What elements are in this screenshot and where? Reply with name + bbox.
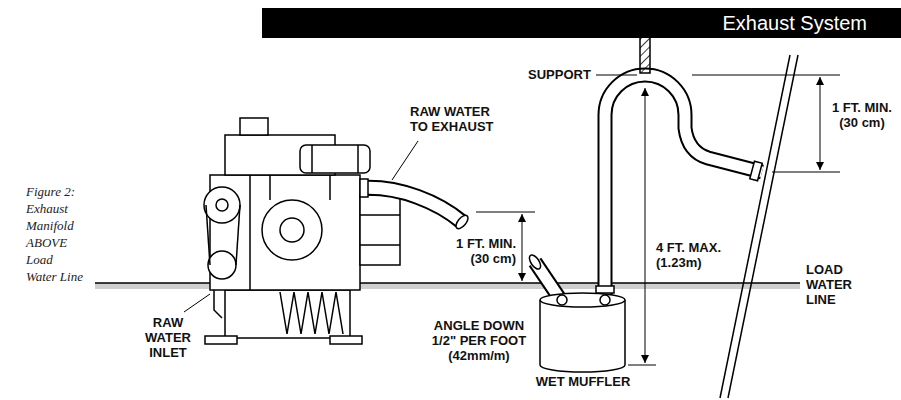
hose-end [454,213,470,230]
label-box: 1 FT. MIN. (30 cm) [828,100,896,130]
label-box: 4 FT. MAX. (1.23m) [656,240,736,270]
block-lines [250,175,330,290]
pulley [204,187,240,223]
label-box: 1 FT. MIN. (30 cm) [446,236,516,266]
alternator-hub [280,218,304,242]
dimension-lines [476,75,840,365]
pan-fins [280,292,343,334]
waterline-label: LOAD WATER LINE [806,262,870,307]
hull [720,55,798,398]
exchanger-band [357,145,359,173]
housing-rib [360,244,400,246]
engine-drawing [204,118,400,344]
alternator [262,200,322,260]
leader-lines [184,75,637,312]
engine-mount [330,336,362,344]
page-title: Exhaust System [262,8,901,38]
hose-clamp [596,286,614,293]
dimension-label: 1 FT. MIN. (30 cm) [828,100,896,130]
label-box: LOAD WATER LINE [806,262,870,307]
pulley [208,251,236,279]
raw-water-pipe [214,290,222,318]
engine-mount [205,336,237,344]
oil-pan [225,290,350,338]
wet-muffler [540,293,625,372]
caption-box: Figure 2: Exhaust Manifold ABOVE Load Wa… [26,183,84,285]
water-line [95,283,800,289]
callout-label: RAW WATER INLET [136,315,200,360]
label-box: SUPPORT [528,67,594,82]
dimension-label: 1 FT. MIN. (30 cm) [446,236,516,266]
support-label: SUPPORT [528,67,594,82]
label-box: WET MUFFLER [528,374,638,389]
water-line-stroke [95,282,800,284]
label-box: ANGLE DOWN 1/2" PER FOOT (42mm/m) [426,318,532,363]
label-box: RAW WATER TO EXHAUST [410,104,502,134]
bell-housing [360,195,400,265]
heat-exchanger [300,145,370,173]
filler-cap [240,118,268,135]
hose-clamp [360,179,368,197]
note-label: ANGLE DOWN 1/2" PER FOOT (42mm/m) [426,318,532,363]
header-bar: Exhaust System [262,8,901,38]
belt [206,205,210,265]
gooseneck-hose [596,75,762,302]
part-label: WET MUFFLER [528,374,638,389]
belt [236,205,240,265]
callout-label: RAW WATER TO EXHAUST [410,104,502,134]
water-band [95,283,800,289]
exhaust-hose [360,179,470,231]
exchanger-band [311,145,313,173]
label-box: RAW WATER INLET [136,315,200,360]
dimension-label: 4 FT. MAX. (1.23m) [656,240,736,270]
figure-caption: Figure 2: Exhaust Manifold ABOVE Load Wa… [26,183,84,285]
hose-clamp [750,161,762,180]
pulley-hub [216,199,228,211]
housing-rib [360,214,400,216]
